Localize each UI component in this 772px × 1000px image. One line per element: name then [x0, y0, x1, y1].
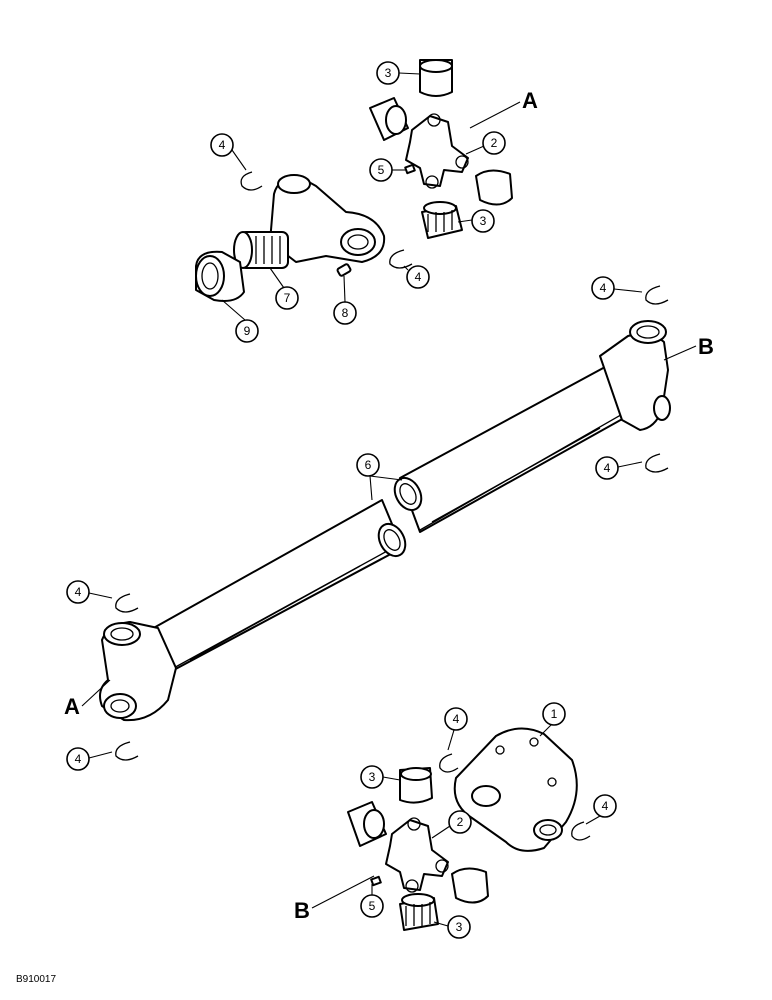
snap-ring-shaft-right-top: [645, 285, 669, 305]
snap-ring-yoke-right: [389, 249, 413, 269]
snap-ring-yoke-left: [240, 171, 263, 191]
svg-text:4: 4: [604, 461, 611, 475]
callout-2-bottom: 2: [431, 810, 472, 839]
callout-4-yoke-right: 4: [403, 265, 430, 289]
callout-2-top: 2: [465, 131, 506, 155]
callout-1: 1: [539, 702, 566, 737]
snap-ring-shaft-right-mid: [645, 453, 669, 473]
svg-text:4: 4: [219, 138, 226, 152]
callout-3-top-a: 3: [376, 61, 421, 85]
dust-cap-nut: [195, 250, 245, 302]
snap-ring-shaft-left-bottom: [115, 741, 139, 761]
svg-text:4: 4: [600, 281, 607, 295]
drive-shaft-tube-right: [393, 359, 643, 533]
drive-shaft-tube-left: [149, 499, 407, 673]
svg-text:7: 7: [284, 291, 291, 305]
shaft-yoke-left-end: [99, 621, 177, 722]
svg-text:3: 3: [480, 214, 487, 228]
svg-text:4: 4: [453, 712, 460, 726]
svg-text:8: 8: [342, 306, 349, 320]
callout-5-top: 5: [369, 158, 406, 182]
svg-text:9: 9: [244, 324, 251, 338]
callout-4-shaft-left-bottom: 4: [66, 747, 113, 771]
svg-text:3: 3: [385, 66, 392, 80]
callout-8: 8: [333, 275, 357, 325]
svg-text:2: 2: [491, 136, 498, 150]
cross-bearing-kit-bottom: [347, 767, 489, 931]
callout-4-shaft-left-top: 4: [66, 580, 113, 604]
svg-text:5: 5: [369, 899, 376, 913]
svg-text:3: 3: [369, 770, 376, 784]
grease-fitting-yoke: [336, 263, 352, 277]
callout-4-flange-left: 4: [444, 707, 468, 751]
callout-4-yoke-left: 4: [210, 133, 247, 171]
svg-text:1: 1: [551, 707, 558, 721]
svg-text:2: 2: [457, 815, 464, 829]
callout-4-shaft-right-top: 4: [591, 276, 643, 300]
svg-text:4: 4: [75, 585, 82, 599]
callout-4-shaft-right-mid: 4: [595, 456, 643, 480]
callout-6: 6: [356, 453, 403, 501]
callout-3-top-b: 3: [457, 209, 495, 233]
svg-text:4: 4: [602, 799, 609, 813]
snap-ring-shaft-left-top: [115, 593, 139, 613]
section-label-a-left: A: [64, 694, 80, 719]
callout-3-bottom-b: 3: [433, 915, 471, 939]
svg-text:4: 4: [415, 270, 422, 284]
flange-yoke: [453, 727, 578, 852]
figure-code: B910017: [16, 974, 56, 985]
callout-9: 9: [221, 299, 259, 343]
svg-text:5: 5: [378, 163, 385, 177]
svg-text:4: 4: [75, 752, 82, 766]
slip-yoke-splined: [233, 174, 386, 269]
callout-4-flange-right: 4: [585, 794, 617, 825]
callout-5-bottom: 5: [360, 884, 384, 918]
cross-bearing-kit-top: [369, 59, 513, 239]
svg-text:3: 3: [456, 920, 463, 934]
snap-ring-flange-left: [439, 753, 459, 773]
shaft-yoke-right-end: [599, 320, 671, 431]
section-label-a-top: A: [522, 88, 538, 113]
svg-text:6: 6: [365, 458, 372, 472]
callout-3-bottom-a: 3: [360, 765, 401, 789]
section-label-b-bottom: B: [294, 898, 310, 923]
section-label-b-right: B: [698, 334, 714, 359]
snap-ring-flange-right: [571, 821, 591, 841]
callout-7: 7: [269, 267, 299, 310]
